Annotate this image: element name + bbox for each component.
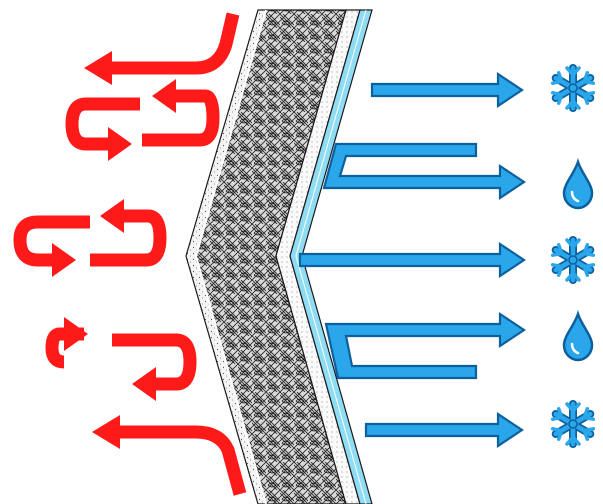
cool-arrow-2 [300,244,524,276]
snowflake-icon [553,404,594,444]
cool-arrow-3 [366,414,522,446]
snowflake-icon [553,68,594,108]
heat-arrow-top [84,14,233,85]
water-drop-icon [564,162,592,208]
water-drop-icon [564,314,592,360]
heat-swirl-1 [72,79,213,161]
cool-arrow-1 [372,74,522,106]
heat-swirl-3 [52,317,190,401]
heat-swirl-2 [20,199,160,277]
moisture-arrow-1 [324,144,524,198]
snowflake-icon [553,240,594,280]
heat-arrow-bottom [92,415,240,494]
moisture-arrow-2 [326,314,524,378]
icons-column [553,68,594,444]
